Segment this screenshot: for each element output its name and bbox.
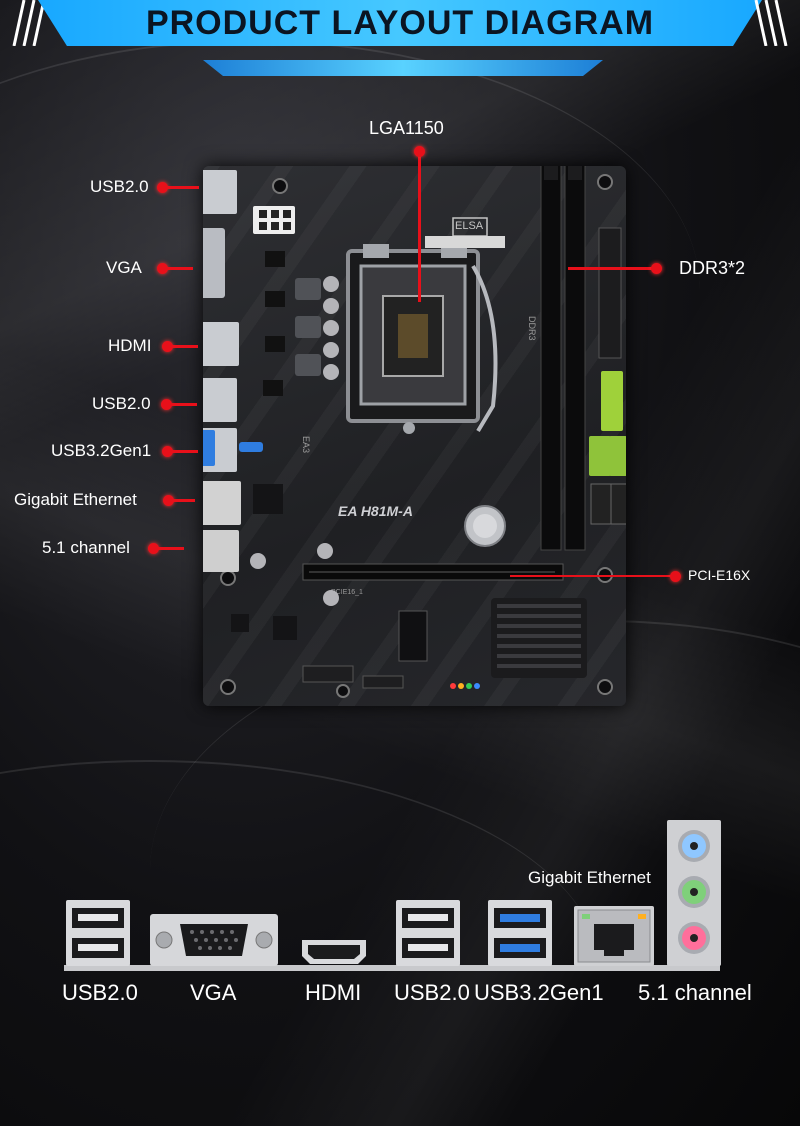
callout-label-usb32: USB3.2Gen1 xyxy=(51,441,152,460)
io-label-audio: 5.1 channel xyxy=(638,980,752,1005)
ethernet-port-icon xyxy=(574,906,654,966)
cpu-area-text: EA3 xyxy=(301,436,311,453)
io-baseplate xyxy=(64,965,720,971)
callout-line-vga xyxy=(163,267,193,270)
callout-label-lga1150: LGA1150 xyxy=(369,118,444,138)
callout-line-gigabit xyxy=(169,499,195,502)
vga-port-icon xyxy=(150,914,278,966)
callout-line-lga1150 xyxy=(418,152,421,302)
callout-label-pcie: PCI-E16X xyxy=(688,567,751,583)
callout-line-audio xyxy=(154,547,184,550)
title-underline xyxy=(203,60,603,76)
callout-dot-hdmi xyxy=(162,341,173,352)
board-model-text: EA H81M-A xyxy=(338,503,413,519)
motherboard: EA H81M-A ELSA DDR3 EA3 PCIE16_1 xyxy=(179,157,628,706)
callout-line-ddr3 xyxy=(568,267,654,270)
usb20-port-icon-2 xyxy=(396,900,460,966)
callout-label-hdmi: HDMI xyxy=(108,336,152,355)
pcie-slot-text: PCIE16_1 xyxy=(331,589,363,596)
callout-dot-lga1150 xyxy=(414,146,425,157)
callout-line-hdmi xyxy=(168,345,198,348)
banner-stripes-right xyxy=(754,0,788,46)
callout-dot-usb32 xyxy=(162,446,173,457)
callout-dot-gigabit xyxy=(163,495,174,506)
callout-line-usb20-mid xyxy=(167,403,197,406)
usb20-port-icon xyxy=(66,900,130,966)
banner-stripes-left xyxy=(12,0,46,46)
callout-dot-pcie xyxy=(670,571,681,582)
io-panel: Gigabit Ethernet USB2.0 VGA HDMI USB2.0 … xyxy=(0,800,800,1040)
io-label-gigabit: Gigabit Ethernet xyxy=(528,868,651,887)
callout-label-usb20-top: USB2.0 xyxy=(90,177,149,196)
hdmi-port-icon xyxy=(302,940,366,964)
io-label-usb32: USB3.2Gen1 xyxy=(474,980,604,1005)
callout-label-audio: 5.1 channel xyxy=(42,538,130,557)
callout-dot-vga xyxy=(157,263,168,274)
callout-line-pcie xyxy=(510,575,674,577)
title-banner xyxy=(38,0,762,46)
motherboard-art: EA H81M-A ELSA DDR3 EA3 PCIE16_1 xyxy=(179,157,628,698)
callout-dot-usb20-top xyxy=(157,182,168,193)
callout-dot-ddr3 xyxy=(651,263,662,274)
callout-label-vga: VGA xyxy=(106,258,142,277)
io-label-usb20-left: USB2.0 xyxy=(62,980,138,1005)
callout-label-ddr3: DDR3*2 xyxy=(679,258,746,278)
io-label-vga: VGA xyxy=(190,980,237,1005)
usb32-port-icon xyxy=(488,900,552,966)
page-title: PRODUCT LAYOUT DIAGRAM xyxy=(145,4,655,42)
callout-label-usb20-mid: USB2.0 xyxy=(92,394,151,413)
board-brand-text: ELSA xyxy=(455,220,484,232)
callout-label-gigabit: Gigabit Ethernet xyxy=(14,490,137,509)
callout-dot-usb20-mid xyxy=(161,399,172,410)
callout-line-usb32 xyxy=(168,450,198,453)
callout-dot-audio xyxy=(148,543,159,554)
audio-port-icon xyxy=(667,820,721,966)
callout-line-usb20-top xyxy=(163,186,199,189)
io-label-usb20-mid: USB2.0 xyxy=(394,980,470,1005)
mem-slot-text: DDR3 xyxy=(527,316,537,341)
io-label-hdmi: HDMI xyxy=(305,980,362,1005)
